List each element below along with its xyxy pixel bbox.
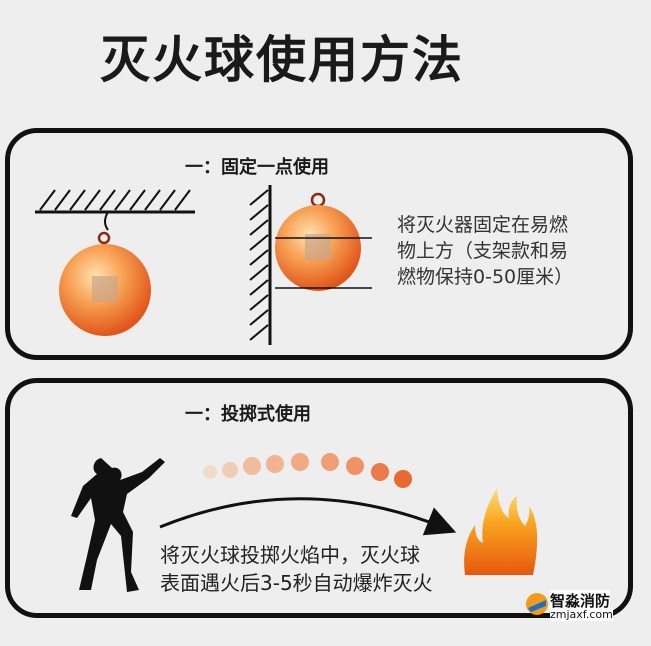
section1-heading: 一：固定一点使用 xyxy=(185,157,329,178)
watermark-name: 智淼消防 xyxy=(550,590,611,611)
section1-description: 将灭火器固定在易燃 物上方（支架款和易 燃物保持0-50厘米） xyxy=(397,212,627,290)
ceiling-hatch-icon xyxy=(35,189,195,214)
description-line: 将灭火球投掷火焰中，灭火球 xyxy=(160,543,420,567)
section2-description: 将灭火球投掷火焰中，灭火球 表面遇火后3-5秒自动爆炸灭火 xyxy=(160,541,433,597)
watermark-url: zmjaxf.com xyxy=(550,608,613,621)
description-line: 表面遇火后3-5秒自动爆炸灭火 xyxy=(160,571,433,595)
fire-icon xyxy=(464,488,538,575)
wall-hatch-icon xyxy=(249,185,272,345)
watermark-logo-icon xyxy=(526,593,548,615)
thrower-silhouette xyxy=(71,458,165,592)
page-title: 灭火球使用方法 xyxy=(100,31,464,89)
section-fixed-use xyxy=(5,128,633,360)
description-line: 燃物保持0-50厘米） xyxy=(397,266,574,288)
section-throw-use xyxy=(5,378,633,618)
section2-heading: 一：投掷式使用 xyxy=(185,404,311,425)
ball-trajectory xyxy=(203,453,412,488)
description-line: 将灭火器固定在易燃 xyxy=(397,214,569,236)
description-line: 物上方（支架款和易 xyxy=(397,240,569,262)
